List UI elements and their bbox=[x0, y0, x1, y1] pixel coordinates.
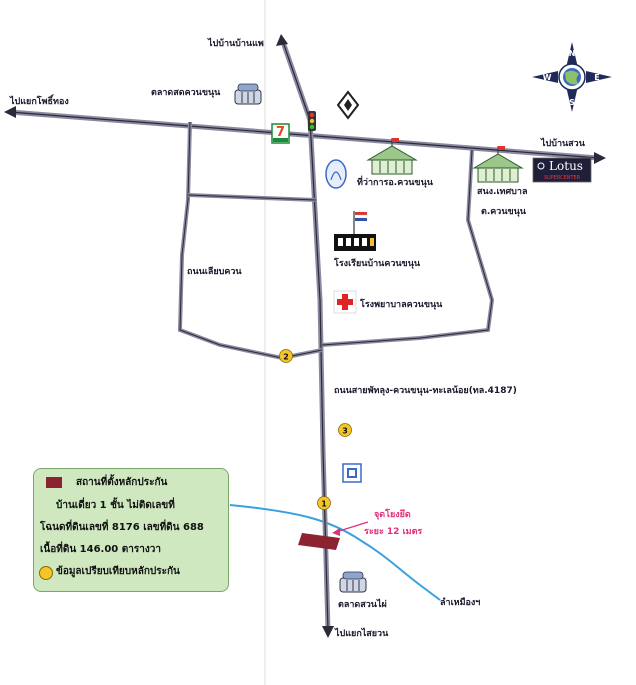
property-parcel bbox=[298, 533, 340, 550]
label-market-suan-phai: ตลาดสวนไผ่ bbox=[338, 600, 387, 610]
district-emblem-icon bbox=[325, 159, 347, 189]
label-canal: ลำเหมืองฯ bbox=[440, 598, 481, 608]
traffic-light-icon bbox=[308, 111, 316, 131]
arrow-east-icon bbox=[594, 152, 606, 164]
compass-w-label: W bbox=[543, 73, 552, 82]
school-icon bbox=[334, 211, 376, 251]
label-reference-point: จุดโยงยึด bbox=[374, 510, 411, 520]
label-to-yaek-saisuan: ไปแยกไสยวน bbox=[335, 629, 389, 639]
district-office-building-icon bbox=[366, 138, 418, 175]
legend-line-3: โฉนดที่ดินเลขที่ 8176 เลขที่ดิน 688 bbox=[40, 522, 204, 533]
label-distance: ระยะ 12 เมตร bbox=[364, 527, 423, 537]
compass-e-label: E bbox=[594, 73, 599, 82]
municipality-building-icon bbox=[472, 146, 524, 183]
legend-comparison: ข้อมูลเปรียบเทียบหลักประกัน bbox=[56, 566, 180, 577]
compass-s-label: S bbox=[569, 98, 575, 107]
legend-property-swatch bbox=[46, 477, 62, 488]
lotus-sub-label: SUPERCENTER bbox=[544, 175, 581, 181]
label-market-khuan-khanun: ตลาดสดควนขนุน bbox=[151, 88, 221, 98]
legend-property-location: สถานที่ตั้งหลักประกัน bbox=[76, 477, 168, 488]
marker-2: 2 bbox=[279, 349, 293, 363]
road-north bbox=[280, 41, 313, 121]
legend-line-4: เนื้อที่ดิน 146.00 ตารางวา bbox=[40, 544, 161, 555]
road-south bbox=[307, 119, 331, 631]
marker-1: 1 bbox=[317, 496, 331, 510]
road-lieb-khuan bbox=[177, 121, 323, 361]
marker-1-label: 1 bbox=[321, 500, 327, 509]
shrine-icon bbox=[336, 90, 360, 120]
marker-3-label: 3 bbox=[342, 427, 348, 436]
hospital-cross-icon bbox=[333, 290, 357, 314]
arrow-north-icon bbox=[276, 34, 288, 46]
lotus-brand-label: Lotus bbox=[549, 159, 583, 173]
market-icon bbox=[234, 83, 262, 105]
reference-pointer bbox=[332, 521, 369, 536]
lotus-logo: Lotus SUPERCENTER bbox=[532, 157, 592, 183]
label-road-main: ถนนสายพัทลุง-ควนขนุน-ทะเลน้อย(ทล.4187) bbox=[334, 386, 517, 396]
marker-2-label: 2 bbox=[283, 353, 289, 362]
legend-box: สถานที่ตั้งหลักประกัน บ้านเดี่ยว 1 ชั้น … bbox=[33, 468, 229, 592]
label-district-office: ที่ว่าการอ.ควนขนุน bbox=[357, 178, 433, 188]
market-suan-phai-icon bbox=[339, 571, 367, 593]
label-school: โรงเรียนบ้านควนขนุน bbox=[334, 259, 421, 269]
compass-icon: N S W E bbox=[532, 42, 612, 112]
arrow-west-icon bbox=[4, 106, 16, 118]
road-east-west bbox=[9, 109, 599, 161]
label-hospital: โรงพยาบาลควนขนุน bbox=[360, 300, 443, 310]
seven-eleven-label: 7 bbox=[276, 125, 285, 140]
label-to-ban-banphae: ไปบ้านบ้านแพ bbox=[208, 39, 264, 49]
road-east-loop bbox=[321, 149, 495, 347]
label-road-lieb-khuan: ถนนเลียบควน bbox=[187, 267, 242, 277]
legend-comparison-swatch bbox=[39, 566, 53, 580]
legend-line-2: บ้านเดี่ยว 1 ชั้น ไม่ติดเลขที่ bbox=[56, 500, 175, 511]
marker-3: 3 bbox=[338, 423, 352, 437]
arrow-south-icon bbox=[322, 626, 334, 638]
label-to-ban-suan: ไปบ้านสวน bbox=[541, 139, 585, 149]
bank-icon bbox=[342, 463, 362, 483]
compass-n-label: N bbox=[569, 49, 576, 58]
label-to-yaek-phothong: ไปแยกโพธิ์ทอง bbox=[10, 97, 69, 107]
canal-line bbox=[229, 504, 441, 601]
label-municipality-2: ต.ควนขนุน bbox=[481, 207, 526, 217]
label-municipality-1: สนง.เทศบาล bbox=[477, 187, 528, 197]
seven-eleven-icon: 7 bbox=[271, 123, 290, 144]
